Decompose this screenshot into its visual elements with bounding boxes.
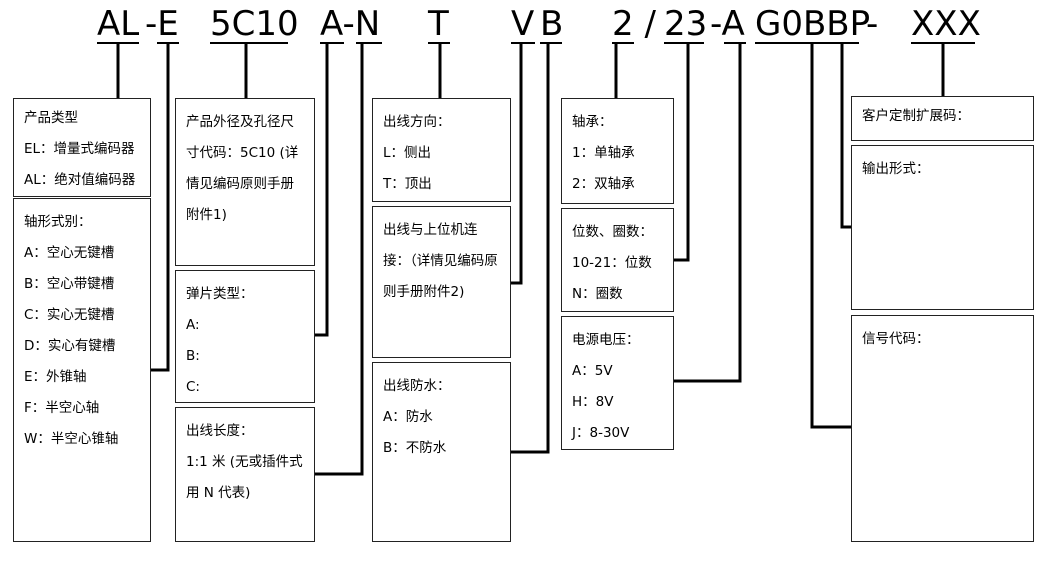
underline-xxx (911, 42, 975, 44)
shaft-type-line-e: E：外锥轴 (24, 369, 87, 385)
box-outer-diameter: 产品外径及孔径尺寸代码：5C10 (详情见编码原则手册附件1) (175, 98, 315, 266)
code-dash-a: -A (710, 4, 745, 44)
underline-b (540, 42, 562, 44)
signal-code-title: 信号代码： (862, 331, 930, 347)
supply-voltage-line-h: H：8V (572, 394, 614, 410)
underline-n (356, 42, 382, 44)
spring-type-line-c: C: (186, 379, 200, 395)
code-23: 23 (664, 4, 708, 44)
underline-v (511, 42, 535, 44)
box-bearing: 轴承： 1：单轴承 2：双轴承 (561, 98, 674, 204)
underline-g0bbp (755, 42, 859, 44)
bearing-line-2: 2：双轴承 (572, 176, 635, 192)
bits-turns-title: 位数、圈数： (572, 224, 653, 240)
code-xxx: XXX (911, 4, 981, 44)
code-2-slash: 2 / (612, 4, 656, 44)
output-form-title: 输出形式： (862, 161, 930, 177)
outlet-direction-line-t: T：顶出 (383, 176, 432, 192)
box-custom-code: 客户定制扩展码： (851, 96, 1034, 141)
cable-length-title: 出线长度： (186, 423, 254, 439)
code-a-n: A-N (320, 4, 381, 44)
bits-turns-line-turns: N：圈数 (572, 286, 623, 302)
box-signal-code: 信号代码： (851, 315, 1034, 542)
shaft-type-line-f: F：半空心轴 (24, 400, 100, 416)
host-connection-text: 出线与上位机连接：（详情见编码原则手册附件2) (383, 222, 498, 300)
spring-type-line-a: A: (186, 317, 200, 333)
code-g0bbp: G0BBP (755, 4, 871, 44)
shaft-type-line-c: C：实心无键槽 (24, 307, 115, 323)
underline-al (97, 42, 139, 44)
product-type-title: 产品类型 (24, 110, 78, 126)
code-dash: - (866, 4, 879, 44)
box-shaft-type: 轴形式别： A：空心无键槽 B：空心带键槽 C：实心无键槽 D：实心有键槽 E：… (13, 198, 151, 542)
underline-a (320, 42, 344, 44)
box-bits-turns: 位数、圈数： 10-21：位数 N：圈数 (561, 208, 674, 312)
underline-5c10 (210, 42, 288, 44)
box-spring-type: 弹片类型： A: B: C: (175, 270, 315, 403)
shaft-type-line-a: A：空心无键槽 (24, 245, 115, 261)
box-outlet-direction: 出线方向： L：侧出 T：顶出 (372, 98, 511, 202)
outlet-direction-title: 出线方向： (383, 114, 451, 130)
underline-e (157, 42, 179, 44)
spring-type-line-b: B: (186, 348, 200, 364)
supply-voltage-line-j: J：8-30V (572, 425, 630, 441)
outlet-direction-line-l: L：侧出 (383, 145, 432, 161)
cable-length-text: 1:1 米 (无或插件式用 N 代表) (186, 454, 303, 501)
waterproof-title: 出线防水： (383, 378, 451, 394)
waterproof-line-b: B：不防水 (383, 440, 447, 456)
shaft-type-line-d: D：实心有键槽 (24, 338, 116, 354)
bearing-line-1: 1：单轴承 (572, 145, 635, 161)
bearing-title: 轴承： (572, 114, 613, 130)
box-waterproof: 出线防水： A：防水 B：不防水 (372, 362, 511, 542)
code-v: V (511, 4, 535, 44)
code-5c10: 5C10 (210, 4, 299, 44)
supply-voltage-title: 电源电压： (572, 332, 640, 348)
bits-turns-line-bits: 10-21：位数 (572, 255, 652, 271)
box-supply-voltage: 电源电压： A：5V H：8V J：8-30V (561, 316, 674, 450)
underline-t (428, 42, 450, 44)
spring-type-title: 弹片类型： (186, 286, 254, 302)
box-cable-length: 出线长度： 1:1 米 (无或插件式用 N 代表) (175, 407, 315, 542)
custom-code-title: 客户定制扩展码： (862, 108, 970, 124)
code-b: B (540, 4, 564, 44)
code-al: AL (97, 4, 140, 44)
shaft-type-line-w: W：半空心锥轴 (24, 431, 119, 447)
supply-voltage-line-a: A：5V (572, 363, 613, 379)
product-type-line-1: EL：增量式编码器 (24, 141, 135, 157)
outer-diameter-text: 产品外径及孔径尺寸代码：5C10 (详情见编码原则手册附件1) (186, 114, 299, 223)
box-output-form: 输出形式： (851, 145, 1034, 310)
box-host-connection: 出线与上位机连接：（详情见编码原则手册附件2) (372, 206, 511, 358)
code-t: T (428, 4, 449, 44)
product-type-line-2: AL：绝对值编码器 (24, 172, 136, 188)
underline-23 (664, 42, 704, 44)
underline-2 (612, 42, 634, 44)
shaft-type-line-b: B：空心带键槽 (24, 276, 115, 292)
box-product-type: 产品类型 EL：增量式编码器 AL：绝对值编码器 (13, 98, 151, 197)
waterproof-line-a: A：防水 (383, 409, 433, 425)
shaft-type-title: 轴形式别： (24, 214, 92, 230)
underline-a2 (724, 42, 746, 44)
code-dash-e: -E (145, 4, 179, 44)
